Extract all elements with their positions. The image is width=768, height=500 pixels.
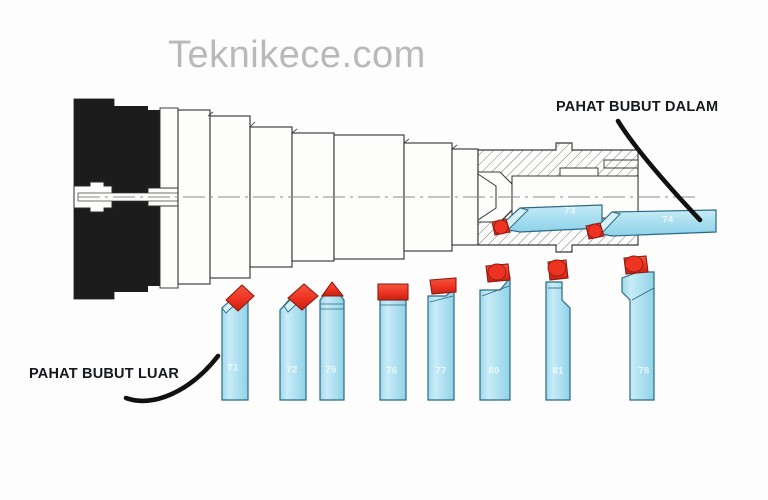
- outer-tool-81: [545, 259, 571, 401]
- tool-number-81: 81: [552, 365, 564, 377]
- site-watermark: Teknikece.com: [168, 34, 426, 76]
- tool-number-72: 72: [286, 364, 298, 376]
- annotation-inner-turning-tool: PAHAT BUBUT DALAM: [556, 99, 719, 115]
- tool-number-73: 73: [564, 205, 576, 217]
- pointer-line-inner: [615, 118, 703, 223]
- outer-tool-80: [479, 263, 511, 401]
- lathe-chuck: [73, 98, 189, 300]
- step-chamfer-lines: [207, 111, 458, 150]
- outer-tool-71: [221, 284, 255, 401]
- tool-number-75: 75: [325, 364, 337, 376]
- outer-tool-76: [377, 283, 409, 401]
- tool-number-80: 80: [488, 365, 500, 377]
- tool-number-71: 71: [227, 362, 239, 374]
- inner-tool-74: [585, 209, 717, 240]
- outer-tool-72: [279, 283, 319, 401]
- tool-number-74: 74: [662, 214, 674, 226]
- annotation-outer-turning-tool: PAHAT BUBUT LUAR: [29, 366, 180, 382]
- tool-number-76: 76: [386, 365, 398, 377]
- inner-tool-73: [491, 204, 603, 236]
- tool-number-78: 78: [638, 365, 650, 377]
- outer-tool-77: [427, 277, 457, 401]
- pointer-line-outer: [123, 353, 221, 404]
- tool-number-77: 77: [435, 365, 447, 377]
- outer-tool-75: [319, 281, 345, 401]
- outer-tool-78: [621, 255, 655, 401]
